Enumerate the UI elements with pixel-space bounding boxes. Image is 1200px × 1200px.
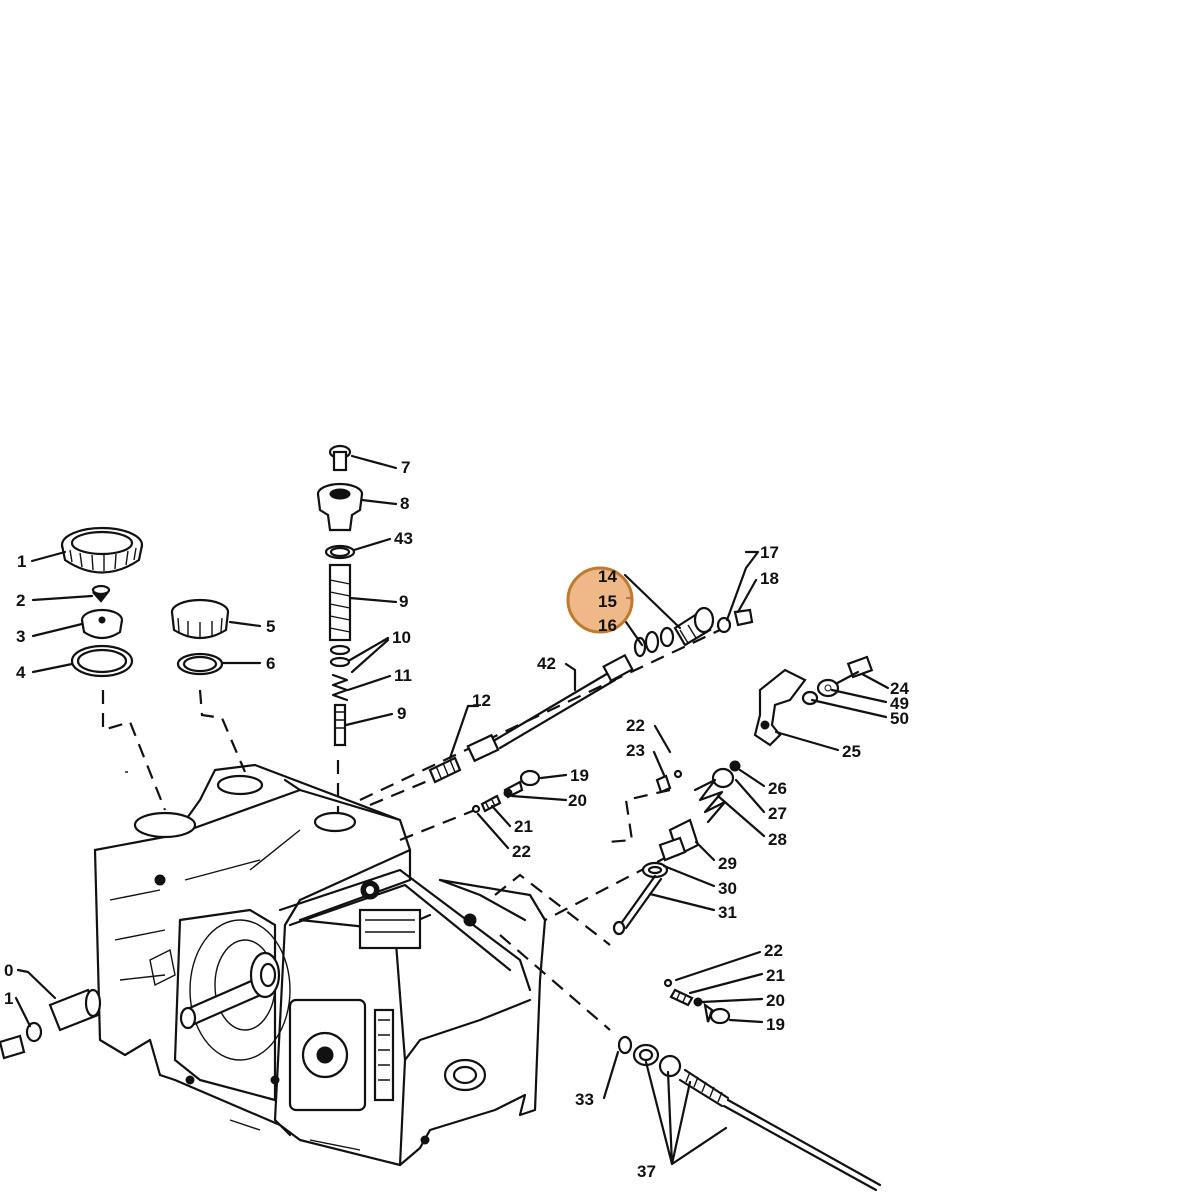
fitting-set-lower	[663, 978, 731, 1025]
part-label-17: 17	[760, 543, 779, 562]
part-label-10: 10	[392, 628, 411, 647]
part-label-6: 6	[266, 654, 275, 673]
part-label-37: 37	[637, 1162, 656, 1181]
part-label-29: 29	[718, 854, 737, 873]
fitting-set-upper	[471, 769, 541, 814]
part-label-12: 12	[472, 691, 491, 710]
part-label-24: 24	[890, 679, 909, 698]
adjuster-assembly	[617, 1035, 882, 1192]
part-label-27: 27	[768, 804, 787, 823]
part-label-left-1: 1	[4, 989, 13, 1008]
fuel-cap-assembly	[60, 526, 144, 678]
part-label-21-upper: 21	[514, 817, 533, 836]
part-label-28: 28	[768, 830, 787, 849]
part-label-22-lower: 22	[764, 941, 783, 960]
valve-assembly	[612, 760, 741, 936]
part-label-49: 49	[890, 694, 909, 713]
leader-lines	[14, 454, 890, 1166]
part-label-25: 25	[842, 742, 861, 761]
part-label-left-0: 0	[4, 961, 13, 980]
part-label-50: 50	[890, 709, 909, 728]
part-label-26: 26	[768, 779, 787, 798]
assembly-guide-lines	[101, 629, 721, 1031]
part-label-19-upper: 19	[570, 766, 589, 785]
oil-cap-assembly	[170, 598, 230, 676]
part-label-16: 16	[598, 616, 617, 635]
part-label-8: 8	[400, 494, 409, 513]
part-label-31: 31	[718, 903, 737, 922]
part-label-9-lower: 9	[397, 704, 406, 723]
highlight-marker	[566, 566, 634, 634]
part-label-20-upper: 20	[568, 791, 587, 810]
part-label-42: 42	[537, 654, 556, 673]
part-label-22-valve: 22	[626, 716, 645, 735]
part-label-15: 15	[598, 592, 617, 611]
part-label-22-upper: 22	[512, 842, 531, 861]
part-label-20-lower: 20	[766, 991, 785, 1010]
pump-stack	[316, 444, 364, 747]
part-label-23: 23	[626, 741, 645, 760]
part-labels: 1 2 3 4 5 6 7 8 43 9 10 11 9 12 42 14 15…	[4, 458, 909, 1181]
part-label-14: 14	[598, 567, 617, 586]
part-label-21-lower: 21	[766, 966, 785, 985]
part-label-7: 7	[401, 458, 410, 477]
part-label-19-lower: 19	[766, 1015, 785, 1034]
part-label-1: 1	[17, 552, 26, 571]
part-label-11: 11	[394, 666, 412, 685]
part-label-5: 5	[266, 617, 275, 636]
part-label-2: 2	[16, 591, 25, 610]
part-label-9-upper: 9	[399, 592, 408, 611]
part-label-43: 43	[394, 529, 413, 548]
part-label-30: 30	[718, 879, 737, 898]
part-label-18: 18	[760, 569, 779, 588]
crankcase-body	[93, 763, 547, 1167]
control-rod-assembly	[428, 606, 754, 784]
part-label-4: 4	[16, 663, 26, 682]
part-label-3: 3	[16, 627, 25, 646]
part-label-33: 33	[575, 1090, 594, 1109]
left-fitting-assembly	[0, 988, 102, 1060]
throttle-bracket-assembly	[753, 655, 874, 747]
